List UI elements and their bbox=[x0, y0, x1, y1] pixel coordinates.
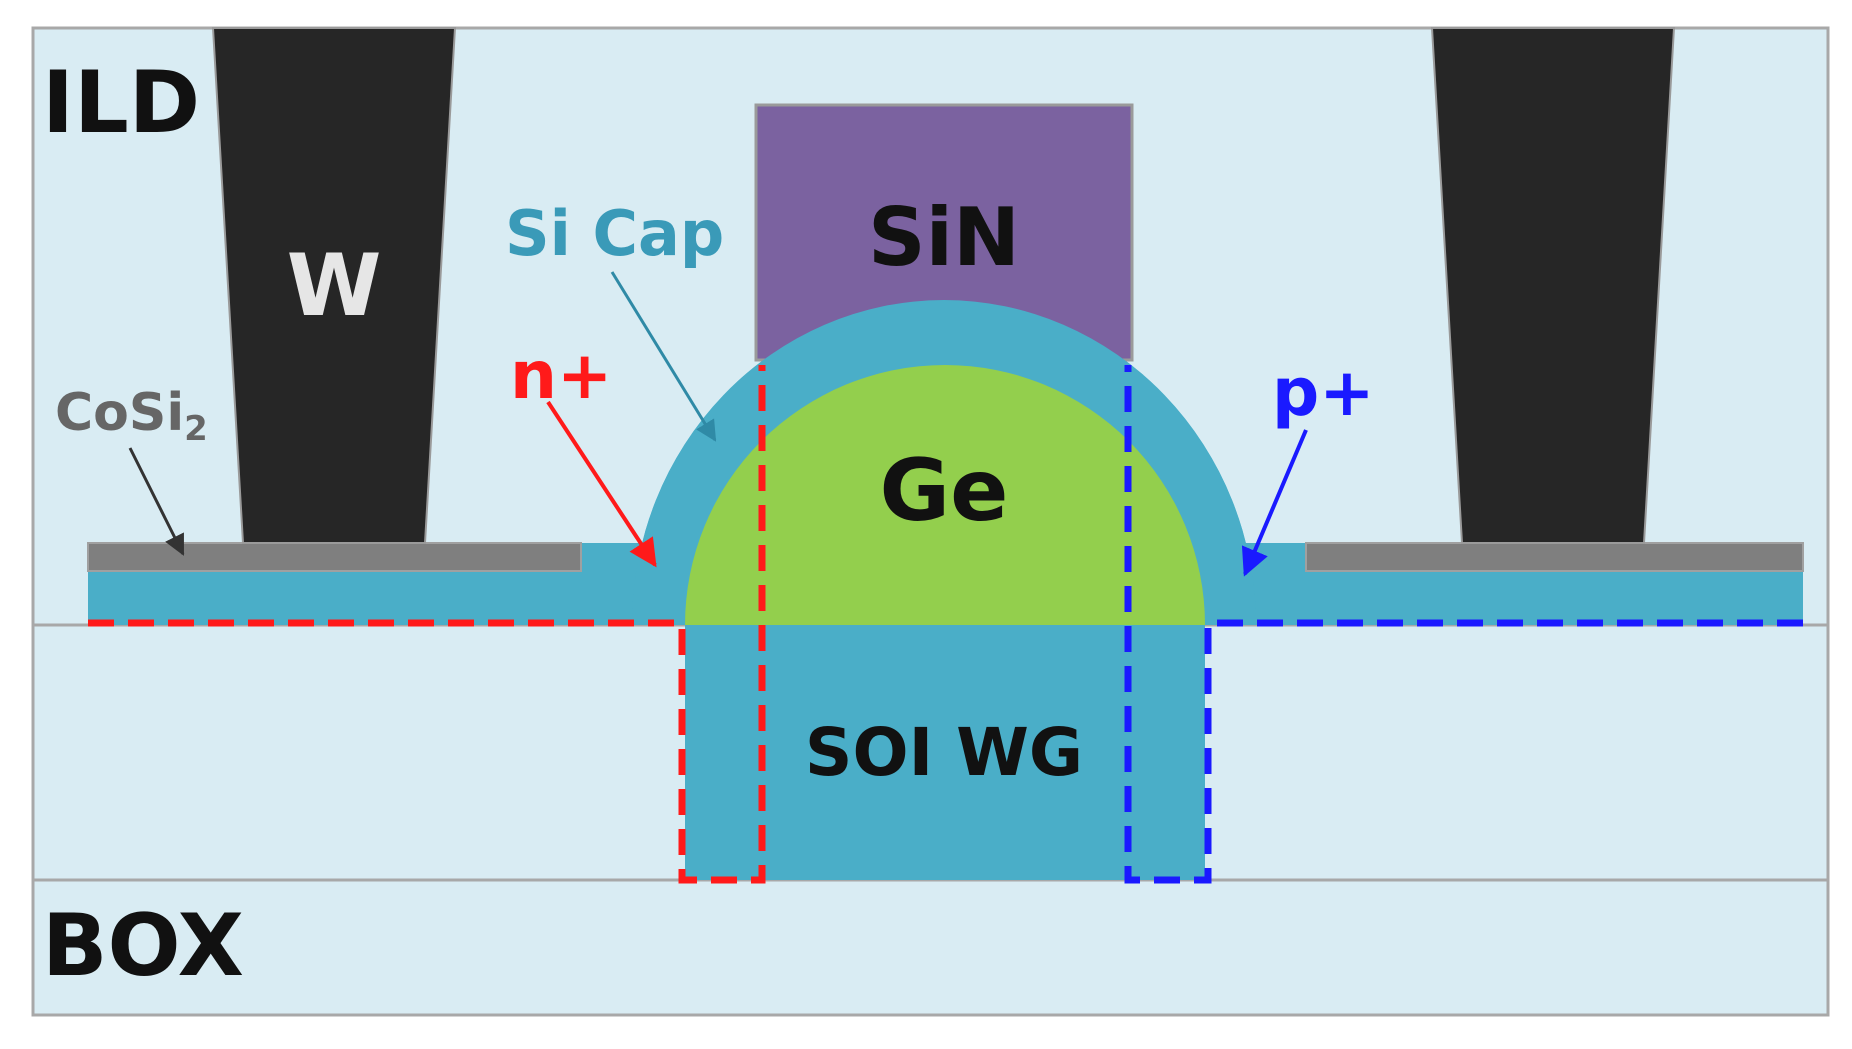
ge-label: Ge bbox=[880, 441, 1009, 541]
si-cap-label: Si Cap bbox=[505, 197, 724, 270]
cosi2-pointer-arrow bbox=[128, 447, 185, 556]
cosi2-label: CoSi2 bbox=[55, 383, 208, 449]
box-layer bbox=[31, 878, 1830, 1017]
soi-wg-label: SOI WG bbox=[805, 714, 1083, 791]
ild-label: ILD bbox=[42, 53, 200, 153]
p-plus-pointer-arrow bbox=[1241, 429, 1308, 577]
n-plus-label: n+ bbox=[510, 337, 612, 414]
cosi2-pad-right bbox=[1305, 542, 1804, 572]
n-plus-pointer-arrow bbox=[546, 400, 657, 568]
germanium-absorber bbox=[685, 365, 1205, 625]
si-cap-pointer-arrow bbox=[610, 271, 717, 442]
soi-waveguide bbox=[685, 625, 1205, 880]
sin-label: SiN bbox=[868, 191, 1020, 284]
diagram-border bbox=[31, 26, 1830, 1017]
box-label: BOX bbox=[42, 896, 244, 996]
p-plus-label: p+ bbox=[1272, 354, 1375, 431]
cosi2-pad-left bbox=[87, 542, 582, 572]
n-plus-region-outline bbox=[88, 365, 766, 884]
tungsten-contact-right bbox=[1430, 27, 1676, 544]
tungsten-contact-left bbox=[211, 27, 457, 544]
cosi2-subscript: 2 bbox=[184, 409, 208, 449]
p-plus-region-outline bbox=[1124, 365, 1803, 884]
w-label: W bbox=[287, 236, 382, 336]
